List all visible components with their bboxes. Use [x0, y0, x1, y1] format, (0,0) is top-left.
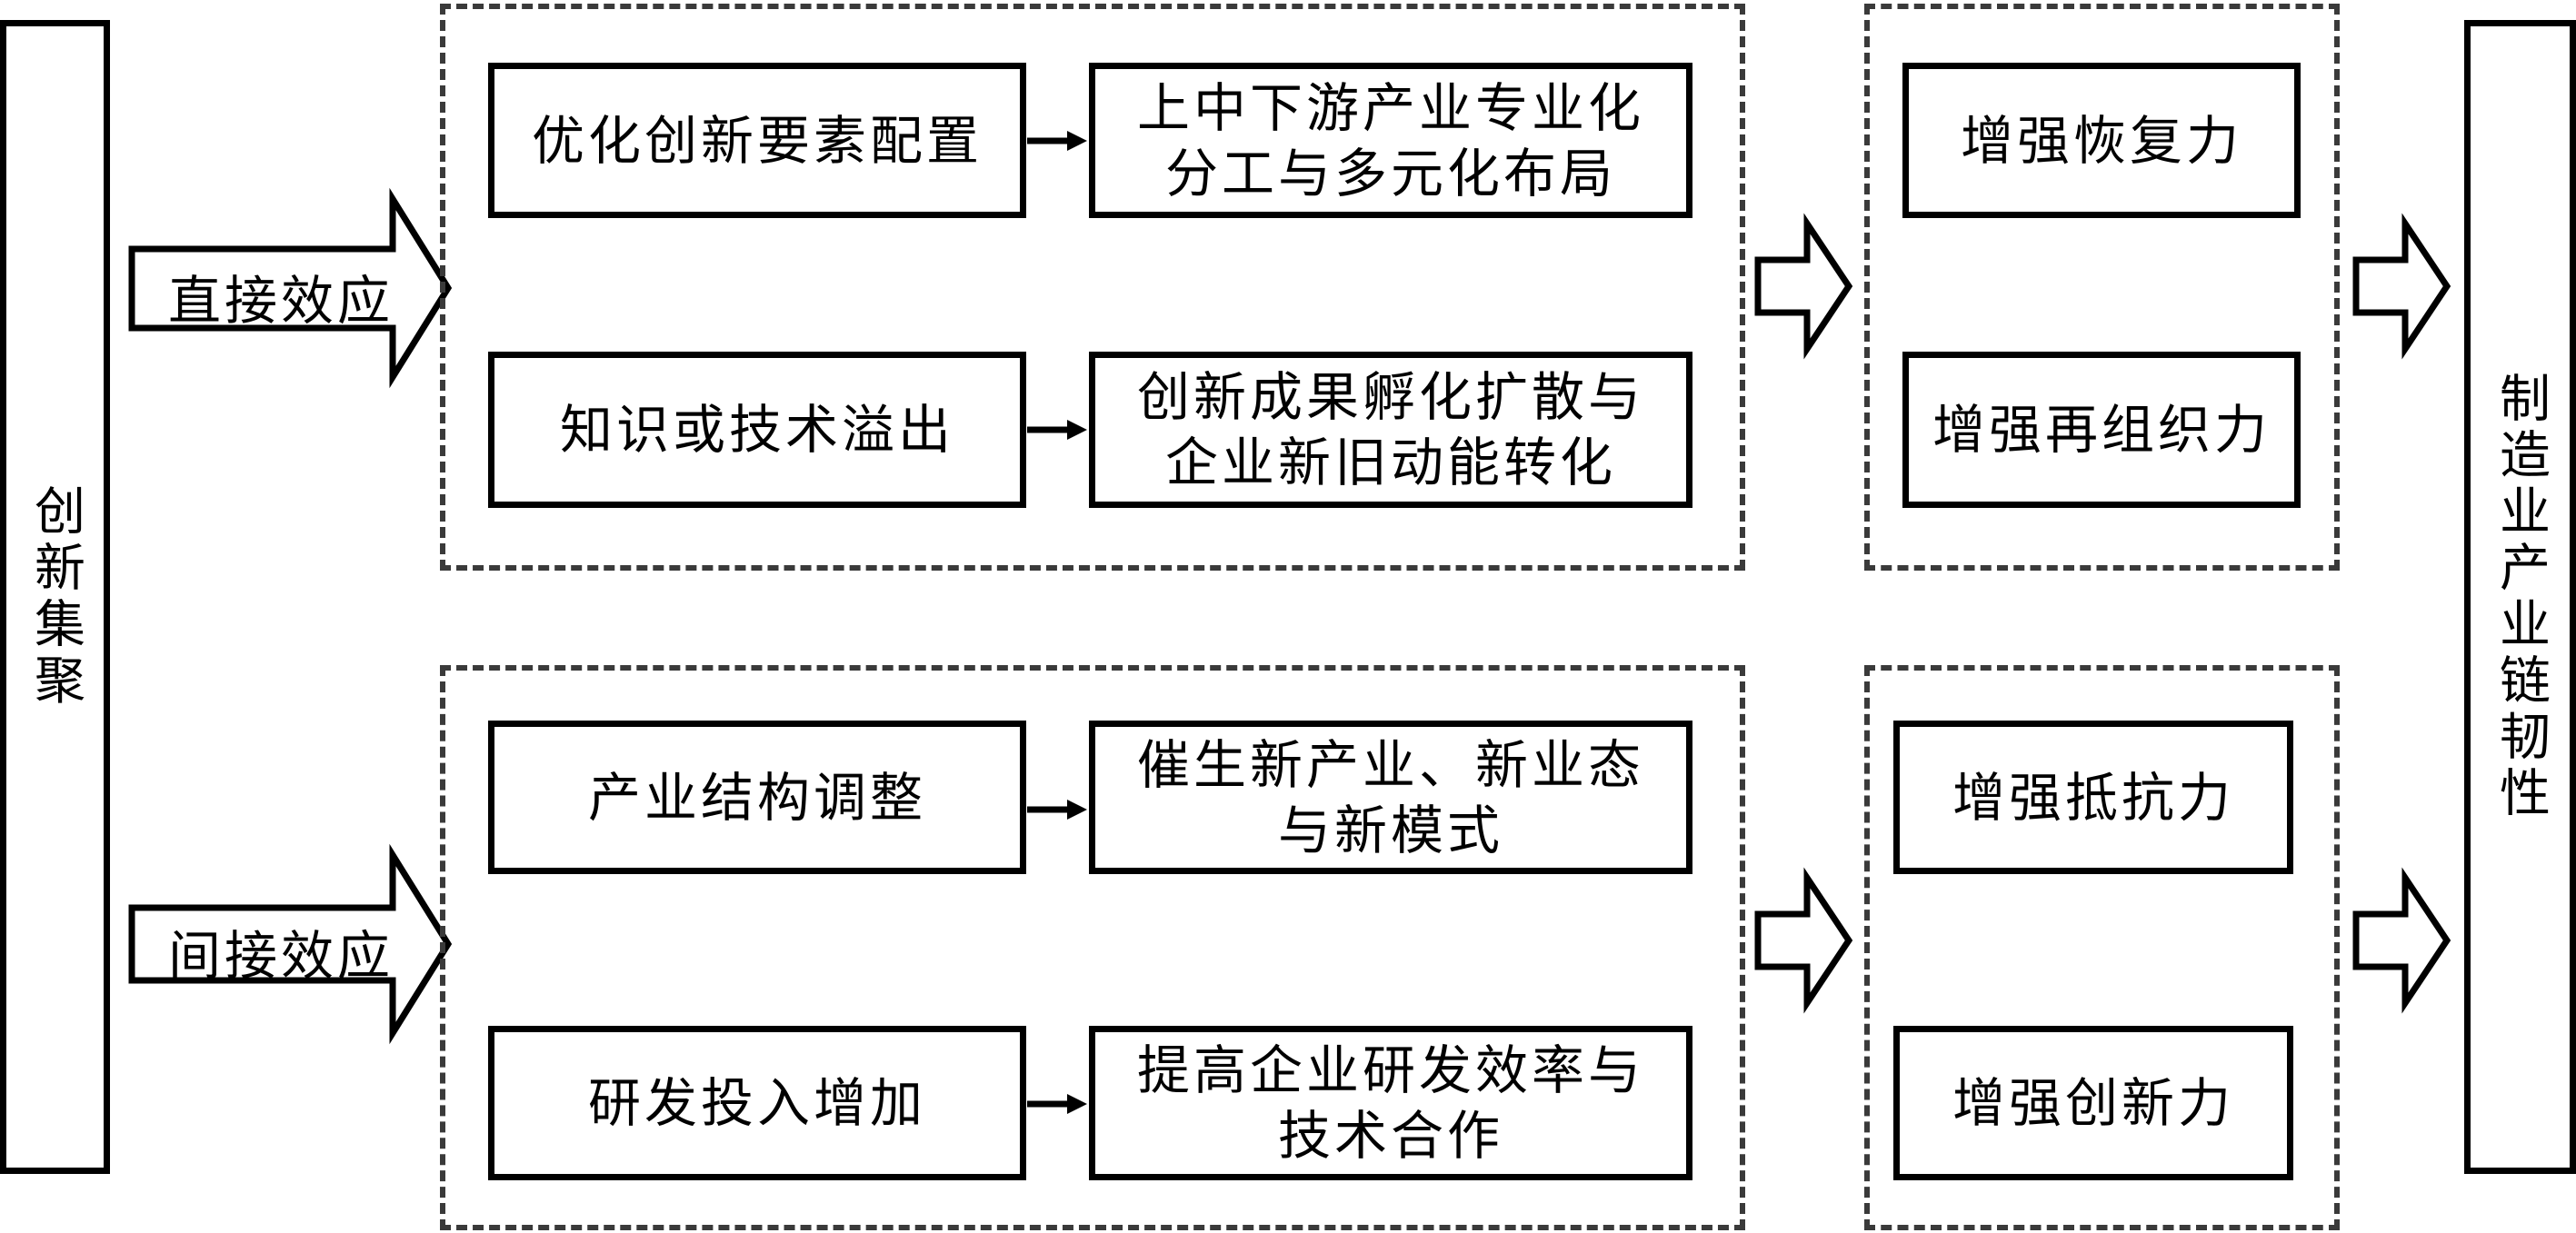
mechanism-result-box: 上中下游产业专业化 分工与多元化布局	[1089, 63, 1692, 218]
arrow-right-icon	[1027, 1094, 1087, 1114]
indirect-outcomes-group	[1864, 665, 2340, 1230]
mechanism-cause-text: 产业结构调整	[587, 766, 926, 829]
target-node-label: 制造业产业链韧性	[2491, 372, 2551, 822]
outcome-box-resistance: 增强抵抗力	[1893, 721, 2293, 874]
arrow-right-icon	[1027, 131, 1087, 151]
source-node-innovation-agglomeration: 创新集聚	[0, 20, 110, 1174]
mechanism-result-box: 创新成果孵化扩散与 企业新旧动能转化	[1089, 352, 1692, 508]
outcome-text: 增强抵抗力	[1952, 766, 2234, 829]
mechanism-cause-text: 研发投入增加	[587, 1072, 926, 1134]
hollow-arrow-right-icon	[2352, 213, 2451, 360]
arrow-right-icon	[1027, 800, 1087, 820]
mechanism-result-text: 催生新产业、新业态 与新模式	[1136, 733, 1644, 861]
outcome-text: 增强再组织力	[1932, 399, 2271, 461]
hollow-arrow-right-icon	[2352, 867, 2451, 1014]
outcome-text: 增强恢复力	[1960, 109, 2242, 172]
mechanism-result-text: 提高企业研发效率与 技术合作	[1136, 1039, 1644, 1167]
mechanism-cause-text: 知识或技术溢出	[559, 399, 954, 461]
mechanism-cause-box: 产业结构调整	[488, 721, 1026, 874]
source-node-label: 创新集聚	[25, 484, 85, 710]
hollow-arrow-right-icon	[1754, 213, 1853, 360]
indirect-effect-label: 间接效应	[168, 925, 394, 987]
mechanism-result-box: 催生新产业、新业态 与新模式	[1089, 721, 1692, 874]
mechanism-cause-box: 优化创新要素配置	[488, 63, 1026, 218]
direct-effect-arrow-icon	[128, 187, 453, 389]
target-node-industry-chain-resilience: 制造业产业链韧性	[2464, 20, 2576, 1174]
indirect-effect-mechanism-group	[440, 665, 1745, 1230]
arrow-right-icon	[1027, 420, 1087, 440]
mechanism-result-box: 提高企业研发效率与 技术合作	[1089, 1026, 1692, 1180]
mechanism-cause-text: 优化创新要素配置	[531, 109, 983, 172]
mechanism-cause-box: 知识或技术溢出	[488, 352, 1026, 508]
mechanism-result-text: 上中下游产业专业化 分工与多元化布局	[1136, 76, 1644, 204]
direct-outcomes-group	[1864, 4, 2340, 571]
outcome-box-innovation: 增强创新力	[1893, 1026, 2293, 1180]
direct-effect-mechanism-group	[440, 4, 1745, 571]
direct-effect-label: 直接效应	[168, 270, 394, 332]
outcome-text: 增强创新力	[1952, 1072, 2234, 1134]
mechanism-result-text: 创新成果孵化扩散与 企业新旧动能转化	[1136, 366, 1644, 493]
outcome-box-reorganization: 增强再组织力	[1902, 352, 2301, 508]
hollow-arrow-right-icon	[1754, 867, 1853, 1014]
outcome-box-recovery: 增强恢复力	[1902, 63, 2301, 218]
mechanism-cause-box: 研发投入增加	[488, 1026, 1026, 1180]
indirect-effect-arrow-icon	[128, 843, 453, 1045]
